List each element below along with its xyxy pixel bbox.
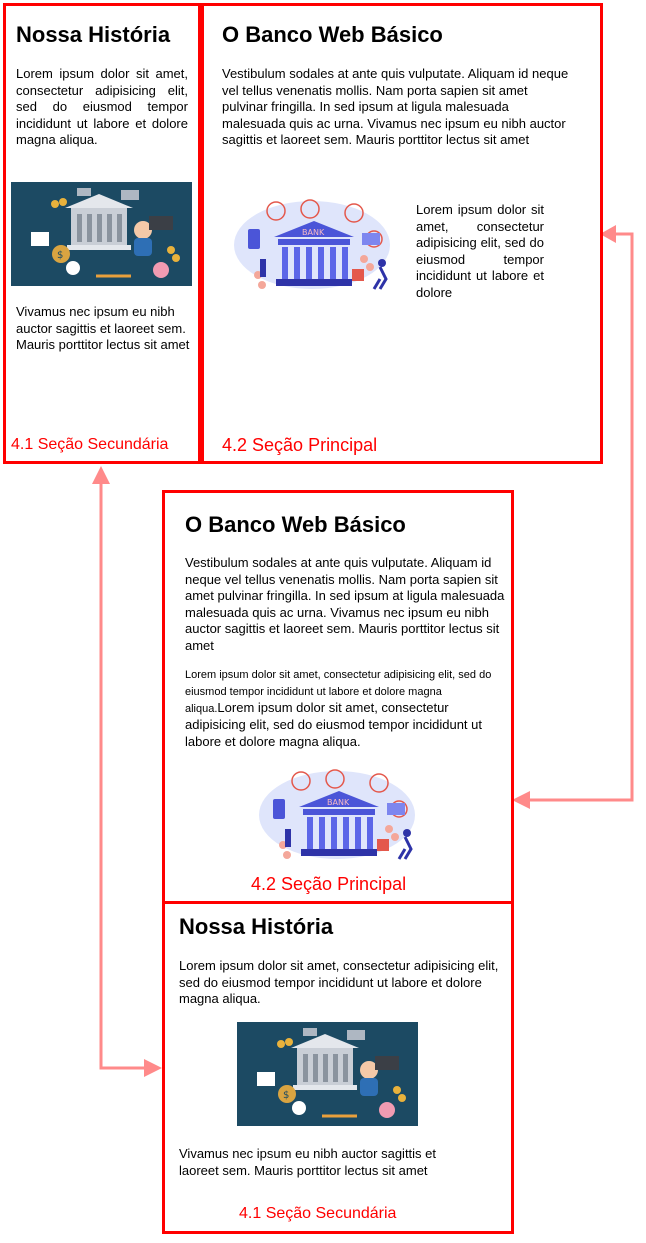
secondary-section-box-mobile: Nossa História Lorem ipsum dolor sit ame… xyxy=(162,901,514,1234)
arrowhead-up xyxy=(92,466,110,484)
section-title: O Banco Web Básico xyxy=(222,22,443,47)
section-paragraph: Vestibulum sodales at ante quis vulputat… xyxy=(222,66,569,147)
section-side-text: Lorem ipsum dolor sit amet, consectetur … xyxy=(416,202,544,300)
secondary-section-box: Nossa História Lorem ipsum dolor sit ame… xyxy=(3,3,201,464)
section-title: Nossa História xyxy=(179,914,334,939)
arrowhead-right xyxy=(144,1059,162,1077)
section-paragraph-2: Vivamus nec ipsum eu nibh auctor sagitti… xyxy=(179,1146,437,1178)
principal-section-box: O Banco Web Básico Vestibulum sodales at… xyxy=(201,3,603,464)
section-title: Nossa História xyxy=(16,22,171,47)
principal-section-box-mobile: O Banco Web Básico Vestibulum sodales at… xyxy=(162,490,514,904)
finance-illustration: $ xyxy=(237,1022,418,1126)
svg-text:$: $ xyxy=(283,1090,289,1101)
section-paragraph-2: Vivamus nec ipsum eu nibh auctor sagitti… xyxy=(16,304,190,352)
svg-text:$: $ xyxy=(57,250,63,261)
section-title: O Banco Web Básico xyxy=(185,512,406,537)
section-paragraph-2: Lorem ipsum dolor sit amet, consectetur … xyxy=(185,666,507,750)
section-caption: 4.2 Seção Principal xyxy=(222,435,378,455)
arrowhead-left-bottom xyxy=(512,791,530,809)
bank-label: BANK xyxy=(327,798,350,807)
finance-illustration: $ xyxy=(11,182,192,286)
arrow-principal-connector xyxy=(522,232,634,802)
arrow-secondary-connector xyxy=(99,478,152,1070)
section-caption: 4.1 Seção Secundária xyxy=(11,436,169,453)
section-caption: 4.1 Seção Secundária xyxy=(239,1205,397,1222)
section-paragraph: Lorem ipsum dolor sit amet, consectetur … xyxy=(16,66,188,147)
section-caption: 4.2 Seção Principal xyxy=(251,874,407,894)
bank-illustration: BANK xyxy=(259,769,415,860)
section-paragraph: Vestibulum sodales at ante quis vulputat… xyxy=(185,555,505,653)
regular-text: Lorem ipsum dolor sit amet, consectetur … xyxy=(185,700,483,749)
bank-illustration: BANK xyxy=(234,199,390,290)
arrowhead-left-top xyxy=(600,225,616,243)
section-paragraph: Lorem ipsum dolor sit amet, consectetur … xyxy=(179,958,499,1006)
small-text: Lorem ipsum dolor sit amet, consectetur … xyxy=(185,669,492,715)
bank-label: BANK xyxy=(302,228,325,237)
